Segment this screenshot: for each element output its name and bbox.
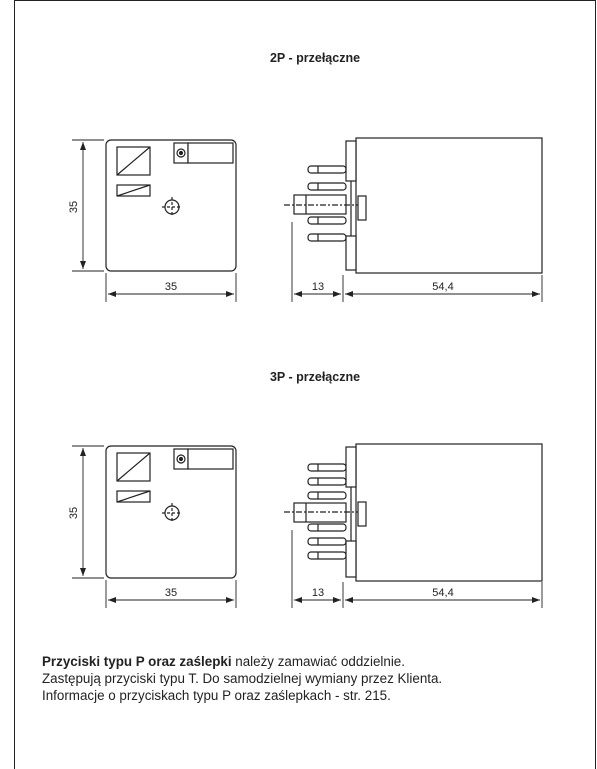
note-bold: Przyciski typu P oraz zaślepki bbox=[42, 654, 232, 669]
note-line-2: Zastępują przyciski typu T. Do samodziel… bbox=[42, 671, 443, 686]
note-line-1-rest: należy zamawiać oddzielnie. bbox=[231, 654, 405, 669]
side-dimensions bbox=[291, 530, 543, 608]
note-line-1: Przyciski typu P oraz zaślepki należy za… bbox=[42, 653, 572, 670]
width-dimension bbox=[105, 273, 237, 302]
depth-label: 54,4 bbox=[432, 281, 453, 293]
section-title: 3P - przełączne bbox=[270, 370, 360, 384]
page-frame bbox=[14, 0, 596, 769]
width-dimension bbox=[105, 580, 237, 608]
side-view bbox=[284, 137, 543, 274]
width-label: 35 bbox=[165, 587, 177, 599]
ordering-note: Przyciski typu P oraz zaślepki należy za… bbox=[42, 653, 572, 704]
section-3p: 3P - przełączne 35 35 bbox=[68, 370, 543, 608]
front-view bbox=[105, 445, 237, 579]
height-label: 35 bbox=[68, 201, 80, 213]
depth-label: 54,4 bbox=[432, 587, 453, 599]
pin-length-label: 13 bbox=[312, 587, 324, 599]
front-view bbox=[105, 139, 237, 272]
side-view bbox=[284, 443, 543, 582]
height-label: 35 bbox=[68, 507, 80, 519]
section-2p: 2P - przełączne 35 bbox=[68, 51, 543, 302]
width-label: 35 bbox=[165, 281, 177, 293]
section-title: 2P - przełączne bbox=[270, 51, 360, 65]
side-dimensions bbox=[291, 222, 543, 302]
height-dimension bbox=[72, 445, 104, 579]
note-line-3: Informacje o przyciskach typu P oraz zaś… bbox=[42, 688, 391, 703]
pin-length-label: 13 bbox=[312, 281, 324, 293]
height-dimension bbox=[72, 139, 104, 272]
